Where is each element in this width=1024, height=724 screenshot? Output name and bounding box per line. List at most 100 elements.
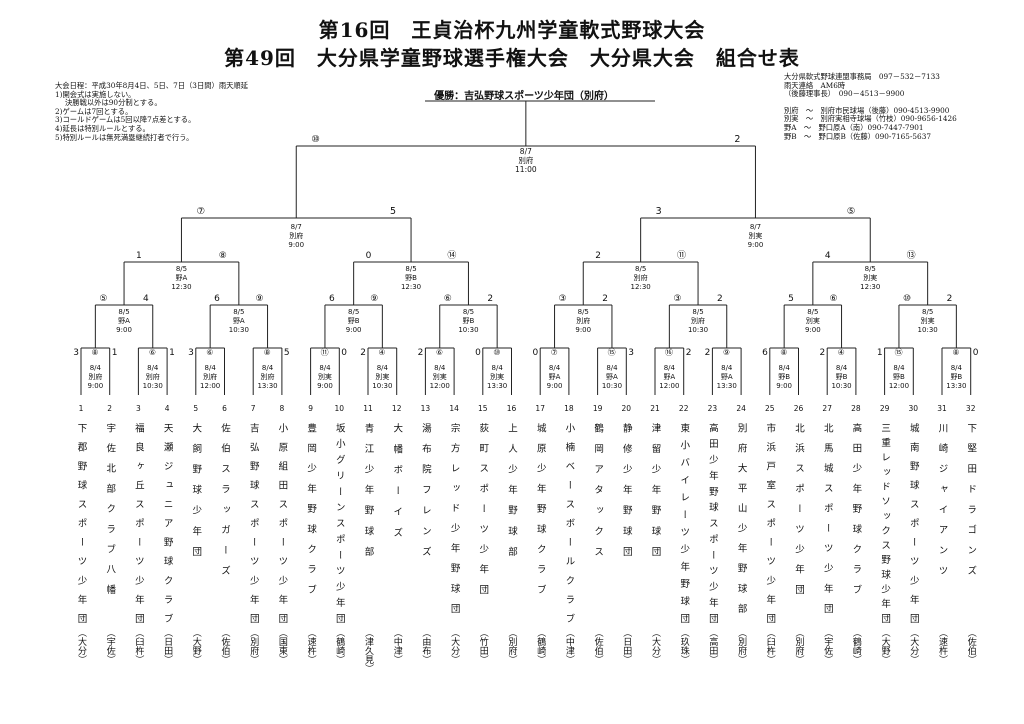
rule-line: 2)ゲームは7回とする。 bbox=[55, 106, 133, 116]
match-venue: 野A bbox=[663, 373, 675, 381]
contact-line: 雨天連絡 AM6時 bbox=[784, 80, 846, 90]
team-city: （鶴崎） bbox=[334, 628, 345, 664]
rule-line: 1)開会式は実施しない。 bbox=[55, 89, 136, 99]
team-city: （速杵） bbox=[306, 628, 317, 664]
match-date: 8/4 bbox=[434, 364, 446, 372]
match-time: 12:00 bbox=[430, 382, 450, 390]
score-right: 0 bbox=[341, 348, 347, 358]
contact-line: 別府 ～ 別府市民球場（後藤）090-4513-9900 bbox=[784, 105, 950, 115]
match-venue: 別府 bbox=[203, 372, 217, 381]
match-number: ⑧ bbox=[264, 348, 271, 357]
score-left: ③ bbox=[673, 294, 681, 304]
match-time: 9:00 bbox=[116, 326, 132, 334]
team-name: 小原組田スポーツ少年団 bbox=[276, 423, 288, 624]
match-number: ⑦ bbox=[551, 348, 558, 357]
match-time: 12:30 bbox=[631, 283, 651, 291]
team-city: （由布） bbox=[420, 628, 431, 664]
score-left: 6 bbox=[762, 348, 768, 358]
score-right: 5 bbox=[284, 348, 290, 358]
team-city: （高田） bbox=[707, 628, 718, 664]
match-date: 8/4 bbox=[319, 364, 331, 372]
team-number: 1 bbox=[79, 404, 84, 413]
match-time: 10:30 bbox=[458, 326, 478, 334]
match-number: ⑥ bbox=[436, 348, 443, 357]
team-number: 31 bbox=[937, 404, 947, 413]
score-left: 2 bbox=[705, 348, 711, 358]
match-time: 11:00 bbox=[515, 165, 537, 174]
match-date: 8/4 bbox=[262, 364, 274, 372]
team-city: （日田） bbox=[621, 628, 632, 664]
match-number: ⑪ bbox=[321, 348, 329, 357]
team-name: 吉弘野球スポーツ少年団 bbox=[248, 423, 260, 624]
team-city: （鶴崎） bbox=[851, 628, 862, 664]
contact-line: 大分県軟式野球連盟事務局 097－532－7133 bbox=[784, 72, 940, 81]
match-date: 8/7 bbox=[520, 147, 532, 156]
team-number: 32 bbox=[966, 404, 976, 413]
score-left: ⑤ bbox=[99, 294, 107, 304]
team-name: 豊岡少年野球クラブ bbox=[305, 422, 317, 594]
rule-line: 決勝戦以外は90分制とする。 bbox=[65, 98, 162, 108]
match-number: ⑧ bbox=[952, 348, 959, 357]
match-date: 8/7 bbox=[291, 223, 302, 231]
match-number: ⑨ bbox=[723, 348, 730, 357]
team-number: 7 bbox=[251, 404, 256, 413]
team-name: 三重レッドソックス野球少年団 bbox=[879, 423, 891, 624]
match-number: ⑧ bbox=[780, 348, 787, 357]
score-right: 4 bbox=[143, 294, 149, 304]
team-city: （日田） bbox=[162, 628, 173, 664]
match-date: 8/5 bbox=[865, 265, 876, 273]
team-name: 津留少年野球団 bbox=[650, 423, 662, 557]
match-number: ⑧ bbox=[91, 348, 98, 357]
team-name: 高田少年野球クラブ bbox=[850, 422, 862, 594]
match-venue: 別実 bbox=[433, 372, 447, 381]
team-name: 城原少年野球クラブ bbox=[535, 423, 547, 594]
match-number: ⑥ bbox=[206, 348, 213, 357]
score-right: 2 bbox=[487, 294, 493, 304]
match-date: 8/4 bbox=[549, 364, 561, 372]
team-name: 城南野球スポーツ少年団 bbox=[908, 423, 920, 624]
match-venue: 別府 bbox=[88, 372, 102, 381]
team-name: 下堅田ドラゴンズ bbox=[965, 423, 977, 575]
match-venue: 別府 bbox=[146, 372, 160, 381]
match-time: 9:00 bbox=[805, 326, 821, 334]
match-time: 10:30 bbox=[143, 382, 163, 390]
match-venue: 野B bbox=[348, 317, 360, 325]
match-venue: 野B bbox=[405, 274, 417, 282]
team-number: 22 bbox=[679, 404, 689, 413]
match-time: 12:00 bbox=[659, 382, 679, 390]
match-time: 10:30 bbox=[918, 326, 938, 334]
team-number: 15 bbox=[478, 404, 488, 413]
match-venue: 別実 bbox=[921, 316, 935, 325]
team-city: （中津） bbox=[392, 628, 403, 664]
score-right: 2 bbox=[947, 294, 953, 304]
team-name: 福良ヶ丘スポーツ少年団 bbox=[133, 422, 145, 624]
match-time: 10:30 bbox=[688, 326, 708, 334]
score-left: ⑩ bbox=[903, 294, 911, 304]
match-time: 12:00 bbox=[889, 382, 909, 390]
team-name: 下郡野球スポーツ少年団 bbox=[76, 423, 88, 624]
team-number: 18 bbox=[564, 404, 574, 413]
team-name: 青江少年野球部 bbox=[363, 422, 375, 557]
team-city: （大分） bbox=[449, 628, 460, 664]
team-number: 27 bbox=[822, 404, 832, 413]
score-right: ⑤ bbox=[847, 206, 856, 217]
team-name: 佐伯スラッガーズ bbox=[219, 422, 231, 575]
match-time: 9:00 bbox=[87, 382, 103, 390]
team-number: 6 bbox=[222, 404, 227, 413]
match-time: 12:00 bbox=[200, 382, 220, 390]
match-venue: 野A bbox=[549, 373, 561, 381]
match-time: 9:00 bbox=[748, 241, 764, 249]
match-time: 9:00 bbox=[575, 326, 591, 334]
team-name: 坂小グリーンスポーツ少年団 bbox=[334, 423, 346, 624]
match-time: 9:00 bbox=[288, 241, 304, 249]
team-number: 13 bbox=[421, 404, 431, 413]
match-venue: 別実 bbox=[863, 273, 877, 282]
match-number: ⑥ bbox=[149, 348, 156, 357]
team-city: （佐伯） bbox=[220, 628, 231, 664]
score-left: 6 bbox=[214, 294, 220, 304]
team-city: （津久見） bbox=[363, 628, 374, 673]
team-city: （大分） bbox=[76, 628, 87, 664]
match-time: 13:30 bbox=[717, 382, 737, 390]
